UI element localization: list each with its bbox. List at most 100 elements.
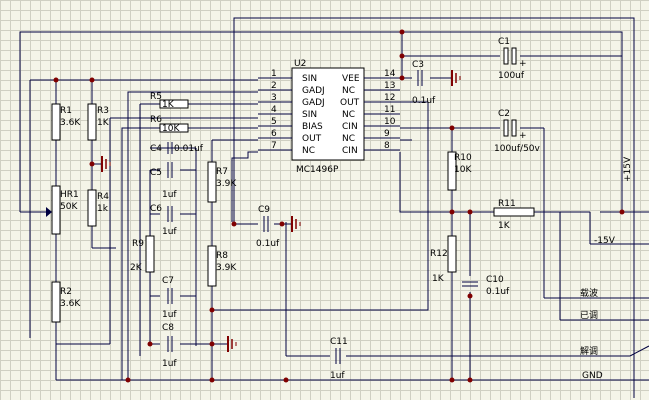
capacitor-c10[interactable]: C10 0.1uf — [462, 275, 510, 297]
resistor-r7[interactable]: R7 3.9K — [207, 161, 237, 203]
r12-ref: R12 — [430, 249, 448, 259]
c7-value: 1uf — [162, 310, 177, 320]
c4-value: 0.01uf — [174, 144, 204, 154]
u2-part: MC1496P — [296, 165, 339, 175]
pin-num-6: 6 — [271, 129, 277, 139]
c5-ref: C5 — [150, 168, 162, 178]
capacitor-c5[interactable]: C5 1uf — [150, 162, 177, 200]
ground-symbol-r3 — [101, 156, 111, 172]
c2-ref: C2 — [498, 109, 510, 119]
c11-value: 1uf — [330, 371, 345, 381]
ground-symbol-c9 — [291, 216, 301, 232]
c10-ref: C10 — [486, 275, 504, 285]
resistor-r11[interactable]: R11 1K — [493, 199, 535, 231]
net-label-minus15v: -15V — [594, 236, 616, 246]
r7-value: 3.9K — [216, 179, 237, 189]
r5-value: 1K — [162, 100, 175, 110]
resistor-r10[interactable]: R10 10K — [447, 151, 472, 191]
c11-ref: C11 — [330, 337, 348, 347]
net-label-plus15v: +15V — [623, 156, 633, 182]
ground-symbol-c8 — [227, 336, 237, 352]
resistor-r2[interactable]: R2 3.6K — [51, 281, 81, 323]
pin-name-3: GADJ — [302, 98, 325, 108]
capacitor-c2[interactable]: C2 100uf/50v + — [494, 109, 541, 154]
ground-symbol-c3 — [451, 70, 461, 86]
capacitor-c1[interactable]: C1 100uf + — [498, 37, 527, 81]
r5-ref: R5 — [150, 92, 162, 102]
c8-ref: C8 — [162, 323, 174, 333]
r10-ref: R10 — [454, 153, 472, 163]
r11-ref: R11 — [498, 199, 516, 209]
pin-num-4: 4 — [271, 105, 277, 115]
capacitor-c8[interactable]: C8 1uf — [162, 323, 177, 369]
r10-value: 10K — [454, 165, 472, 175]
resistor-r1[interactable]: R1 3.6K — [51, 103, 81, 141]
pin-name-7: NC — [302, 146, 315, 156]
r3-ref: R3 — [97, 106, 109, 116]
hr1-value: 50K — [60, 202, 78, 212]
pin-name-2: GADJ — [302, 86, 325, 96]
net-label-modulated: 已调 — [580, 310, 598, 321]
resistor-r8[interactable]: R8 3.9K — [207, 245, 237, 287]
resistor-r4[interactable]: R4 1k — [87, 189, 109, 227]
pin-name-14: VEE — [342, 74, 360, 84]
potentiometer-hr1[interactable]: HR1 50K — [42, 185, 79, 235]
pin-num-8: 8 — [384, 141, 390, 151]
r4-value: 1k — [97, 204, 109, 214]
net-label-gnd: GND — [582, 371, 603, 381]
junction-dots — [53, 29, 625, 383]
c1-ref: C1 — [498, 37, 510, 47]
pin-num-1: 1 — [271, 69, 277, 79]
capacitor-c9[interactable]: C9 0.1uf — [256, 205, 280, 249]
r4-ref: R4 — [97, 192, 109, 202]
c3-ref: C3 — [412, 60, 424, 70]
pin-name-6: OUT — [302, 134, 322, 144]
r3-value: 1K — [97, 118, 110, 128]
pin-num-11: 11 — [384, 105, 395, 115]
resistor-r6[interactable]: R6 10K — [150, 115, 189, 134]
pin-name-8: CIN — [342, 146, 358, 156]
r8-ref: R8 — [216, 251, 228, 261]
pin-name-9: NC — [342, 134, 355, 144]
c9-value: 0.1uf — [256, 239, 280, 249]
r9-ref: R9 — [132, 239, 144, 249]
wires — [19, 17, 649, 398]
capacitor-c4[interactable]: C4 0.01uf — [150, 142, 204, 154]
c10-value: 0.1uf — [486, 287, 510, 297]
pin-num-12: 12 — [384, 93, 395, 103]
c9-ref: C9 — [258, 205, 270, 215]
pin-num-14: 14 — [384, 69, 396, 79]
pin-name-5: BIAS — [302, 122, 323, 132]
resistor-r9[interactable]: R9 2K — [130, 235, 155, 273]
c3-value: 0.1uf — [412, 96, 436, 106]
r11-value: 1K — [498, 221, 511, 231]
pin-name-10: CIN — [342, 122, 358, 132]
pin-num-9: 9 — [384, 129, 390, 139]
pin-name-13: NC — [342, 86, 355, 96]
capacitor-c7[interactable]: C7 1uf — [162, 276, 177, 320]
c2-plus: + — [519, 131, 527, 141]
capacitor-c6[interactable]: C6 1uf — [150, 204, 177, 237]
capacitor-c11[interactable]: C11 1uf — [330, 337, 348, 381]
pin-num-5: 5 — [271, 117, 277, 127]
r1-ref: R1 — [60, 106, 72, 116]
pin-num-13: 13 — [384, 81, 395, 91]
c8-value: 1uf — [162, 359, 177, 369]
r6-ref: R6 — [150, 115, 162, 125]
pin-name-11: NC — [342, 110, 355, 120]
resistor-r3[interactable]: R3 1K — [87, 103, 110, 141]
c4-ref: C4 — [150, 144, 162, 154]
r2-ref: R2 — [60, 287, 72, 297]
ic-u2[interactable]: U2 MC1496P 1 2 3 4 5 6 7 SIN GADJ GADJ S… — [258, 59, 400, 175]
hr1-ref: HR1 — [60, 190, 79, 200]
pin-num-10: 10 — [384, 117, 396, 127]
capacitor-c3[interactable]: C3 0.1uf — [412, 60, 436, 106]
net-label-demodulated: 解调 — [580, 345, 598, 357]
resistor-r12[interactable]: R12 1K — [430, 235, 457, 284]
c1-plus: + — [519, 59, 527, 69]
c6-ref: C6 — [150, 204, 162, 214]
r2-value: 3.6K — [60, 299, 81, 309]
resistor-r5[interactable]: R5 1K — [150, 92, 189, 110]
